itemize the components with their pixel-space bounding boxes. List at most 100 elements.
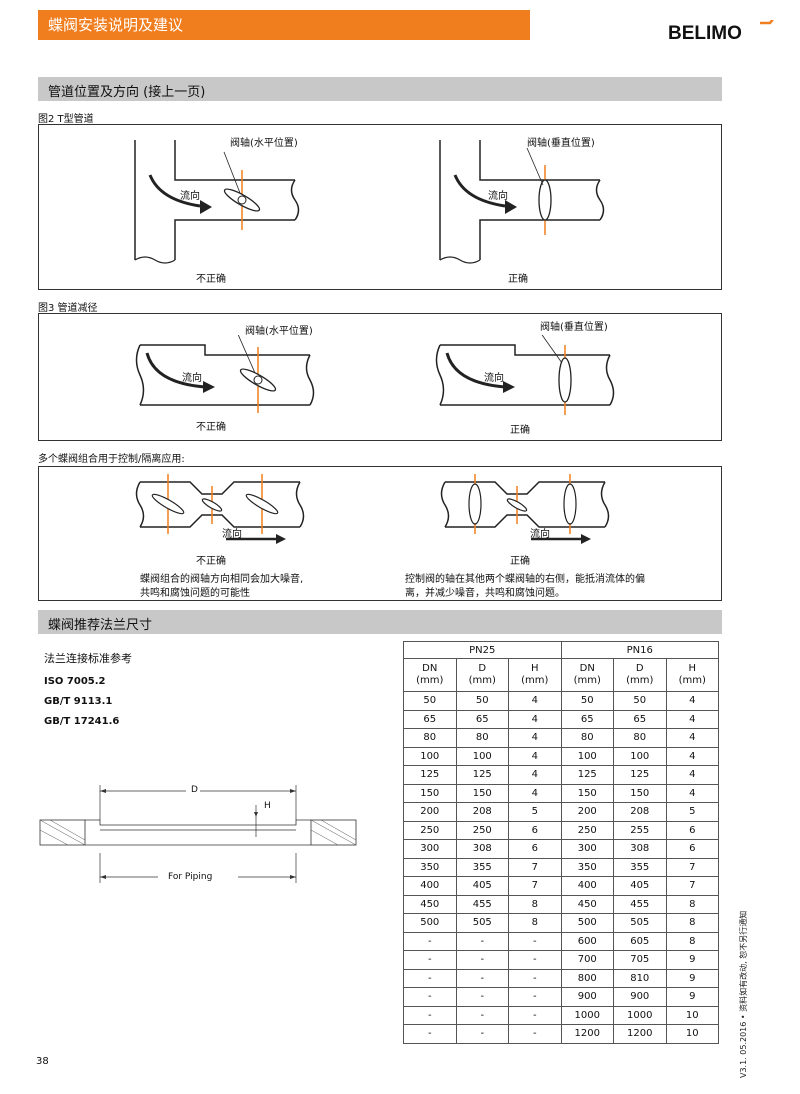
multi-left-note-2: 共鸣和腐蚀问题的可能性 (140, 588, 250, 599)
table-cell: 4 (508, 691, 562, 711)
multi-right-note-1: 控制阀的轴在其他两个蝶阀轴的右侧，能抵消流体的偏 (405, 574, 645, 585)
table-cell: 8 (508, 913, 562, 933)
table-cell: 100 (403, 746, 457, 766)
table-cell: 200 (560, 802, 614, 822)
table-cell: 80 (455, 728, 509, 748)
table-cell: 4 (508, 746, 562, 766)
multi-right-note-2: 离，并减少噪音，共鸣和腐蚀问题。 (405, 588, 565, 599)
table-cell: 8 (665, 913, 719, 933)
table-cell: 810 (613, 968, 667, 988)
table-cell: 450 (560, 894, 614, 914)
multi-right-verdict: 正确 (510, 556, 530, 567)
table-cell: 255 (613, 820, 667, 840)
table-cell: 1000 (560, 1005, 614, 1025)
table-cell: 65 (455, 709, 509, 729)
section-bar-piping (38, 77, 722, 101)
table-cell: 350 (560, 857, 614, 877)
table-cell: - (403, 950, 457, 970)
multi-caption: 多个蝶阀组合用于控制/隔离应用: (38, 454, 185, 465)
table-cell: 600 (560, 931, 614, 951)
table-cell: 800 (560, 968, 614, 988)
multi-left-diagram (135, 474, 305, 544)
table-cell: 4 (508, 728, 562, 748)
flange-table: PN25 PN16 DN (mm)D (mm)H (mm)DN (mm)D (m… (403, 641, 719, 1044)
header-bar (38, 10, 530, 40)
table-cell: 80 (613, 728, 667, 748)
group-header-pn16: PN16 (560, 641, 719, 659)
multi-right-diagram (440, 474, 610, 544)
standard-gbt-17241: GB/T 17241.6 (44, 716, 120, 727)
table-cell: 50 (560, 691, 614, 711)
table-cell: 150 (613, 783, 667, 803)
table-cell: - (403, 968, 457, 988)
table-cell: 250 (560, 820, 614, 840)
fig2-left-flow-label: 流向 (180, 191, 200, 202)
table-cell: 405 (613, 876, 667, 896)
multi-frame (38, 466, 722, 601)
table-cell: 6 (665, 839, 719, 859)
table-cell: 308 (613, 839, 667, 859)
table-cell: 4 (508, 765, 562, 785)
table-cell: - (403, 987, 457, 1007)
table-cell: - (508, 968, 562, 988)
table-cell: - (508, 1024, 562, 1044)
table-cell: 10 (665, 1005, 719, 1025)
flange-d-label: D (191, 785, 198, 795)
fig3-right-flow-label: 流向 (484, 373, 504, 384)
fig2-left-diagram (134, 140, 300, 264)
table-cell: 455 (613, 894, 667, 914)
standard-iso: ISO 7005.2 (44, 676, 106, 687)
fig3-right-valve-label: 阀轴(垂直位置) (540, 322, 608, 333)
table-cell: 7 (508, 857, 562, 877)
table-cell: - (403, 1024, 457, 1044)
column-header: DN (mm) (403, 658, 457, 692)
table-cell: 1000 (613, 1005, 667, 1025)
fig2-right-valve-label: 阀轴(垂直位置) (527, 138, 595, 149)
table-cell: 355 (613, 857, 667, 877)
table-cell: - (455, 987, 509, 1007)
table-cell: 4 (508, 709, 562, 729)
multi-right-flow-label: 流向 (530, 529, 550, 540)
belimo-logo: BELIMO (668, 20, 775, 42)
table-cell: 10 (665, 1024, 719, 1044)
table-cell: 5 (508, 802, 562, 822)
table-cell: - (455, 1024, 509, 1044)
table-cell: 4 (665, 746, 719, 766)
table-cell: - (455, 1005, 509, 1025)
table-cell: 500 (403, 913, 457, 933)
table-cell: 4 (508, 783, 562, 803)
table-cell: 605 (613, 931, 667, 951)
flange-piping-label: For Piping (168, 872, 213, 882)
multi-left-note-1: 蝶阀组合的阀轴方向相同会加大噪音, (140, 574, 304, 585)
column-header: D (mm) (613, 658, 667, 692)
table-cell: 405 (455, 876, 509, 896)
table-cell: 4 (665, 728, 719, 748)
table-cell: 65 (560, 709, 614, 729)
table-cell: - (403, 1005, 457, 1025)
table-cell: 8 (665, 894, 719, 914)
fig2-right-verdict: 正确 (508, 274, 528, 285)
table-cell: 8 (508, 894, 562, 914)
table-cell: 65 (613, 709, 667, 729)
flange-h-label: H (264, 801, 271, 811)
table-cell: - (455, 931, 509, 951)
page-number: 38 (36, 1056, 49, 1067)
table-cell: - (455, 950, 509, 970)
table-cell: 900 (613, 987, 667, 1007)
table-cell: 455 (455, 894, 509, 914)
table-cell: - (508, 1005, 562, 1025)
table-cell: 5 (665, 802, 719, 822)
